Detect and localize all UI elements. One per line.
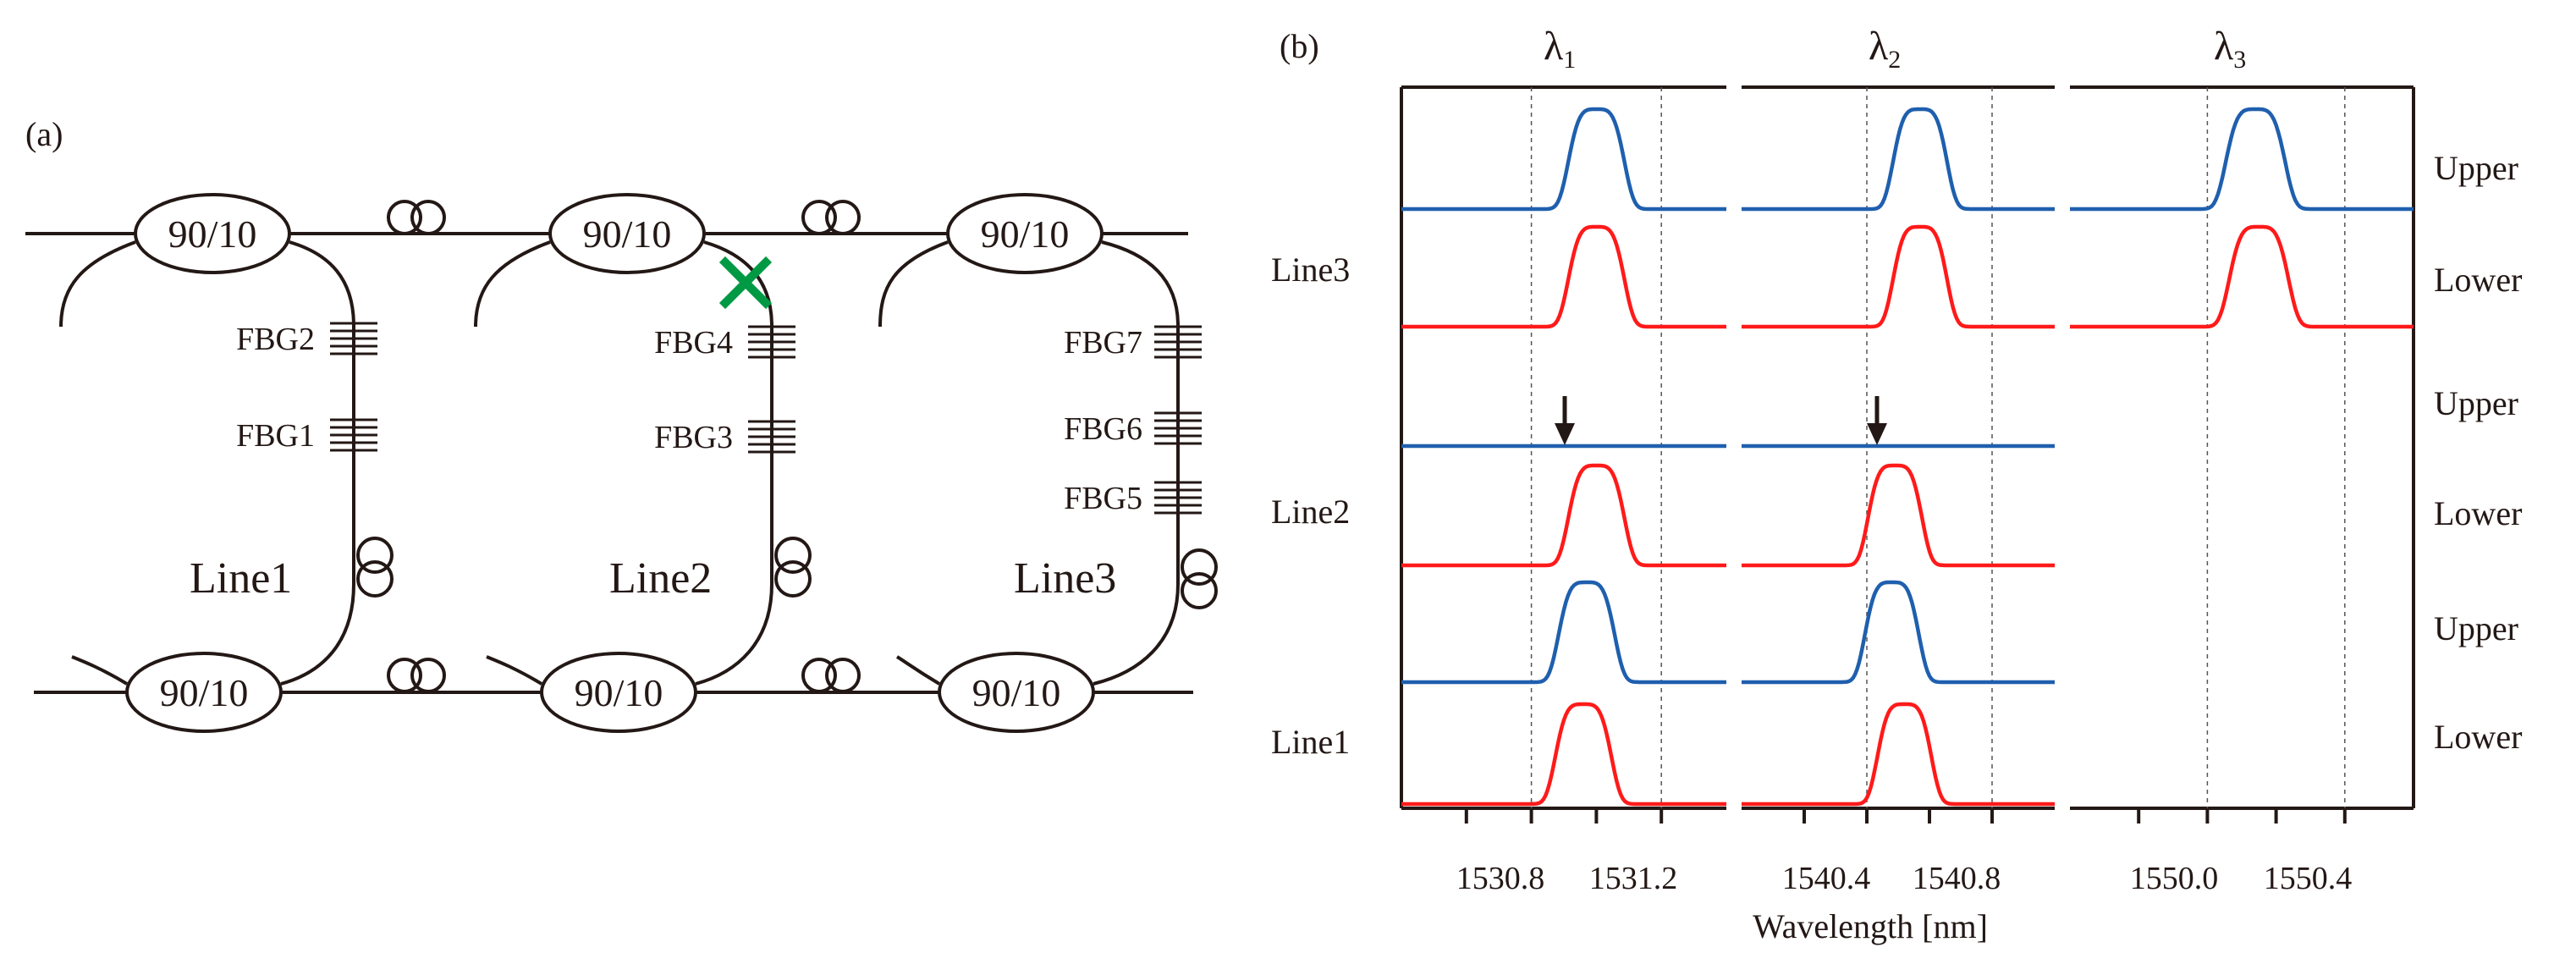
coupler-ellipse: [946, 193, 1104, 274]
spectrum-trace: [1401, 224, 1726, 329]
tick-label: 1550.4: [2264, 861, 2353, 896]
fbg-grating-icon: [1154, 411, 1202, 445]
column-title-lambda1: λ1: [1544, 24, 1576, 74]
coupler-label: 90/10: [168, 212, 257, 256]
coupler-ellipse: [540, 652, 697, 733]
spectrum-trace: [2070, 107, 2414, 212]
row-label-upper: Upper: [2434, 609, 2518, 647]
fbg-label: FBG2: [236, 322, 315, 357]
tick-label: 1540.4: [1782, 861, 1871, 896]
coupler-ellipse: [125, 652, 283, 733]
fbg-label: FBG1: [236, 418, 315, 454]
spectrum-trace: [1401, 702, 1726, 807]
fbg-grating-icon: [330, 322, 377, 355]
missing-peak-arrow-icon: [1555, 396, 1575, 445]
coupler-label: 90/10: [575, 671, 663, 714]
row-label-upper: Upper: [2434, 149, 2518, 187]
missing-peak-arrow-icon: [1867, 396, 1887, 445]
coupler-label: 90/10: [981, 212, 1070, 256]
x-ticks: [1464, 808, 2347, 824]
coupler-tail: [486, 655, 543, 686]
fbg-label: FBG5: [1064, 481, 1142, 516]
tick-label: 1531.2: [1589, 861, 1678, 896]
row-label-lower: Lower: [2434, 494, 2522, 532]
spectrum-trace: [2070, 224, 2414, 329]
tick-label: 1540.8: [1913, 861, 2001, 896]
fiber-spool-icon: [801, 658, 861, 693]
fiber-spool-icon: [1181, 548, 1218, 609]
fiber-break-icon: [718, 256, 773, 310]
coupler-label: 90/10: [160, 671, 249, 714]
line-label-line3: Line3: [1271, 251, 1350, 289]
tick-label: 1530.8: [1456, 861, 1545, 896]
coupler-tail: [59, 240, 136, 328]
coupler-tail: [474, 240, 551, 328]
row-label-lower: Lower: [2434, 718, 2522, 756]
line-label-line2: Line2: [1271, 493, 1350, 531]
line-label: Line2: [609, 554, 712, 603]
fbg-label: FBG4: [654, 325, 733, 361]
column-title-lambda3: λ3: [2214, 24, 2246, 74]
fbg-grating-icon: [1154, 325, 1202, 359]
fiber-spool-icon: [801, 200, 861, 235]
coupler-label: 90/10: [583, 212, 672, 256]
fbg-grating-icon: [330, 418, 377, 452]
coupler-tail: [71, 655, 129, 686]
coupler-tail: [895, 655, 941, 686]
spectra-plot: [1400, 85, 2415, 824]
column-title-lambda2: λ2: [1869, 24, 1901, 74]
spectrum-trace: [1401, 580, 1726, 685]
spectrum-trace: [1742, 463, 2055, 568]
line-label: Line3: [1014, 554, 1116, 603]
line3-fiber: [1093, 240, 1180, 686]
line2-fiber: [695, 240, 773, 686]
coupler-ellipse: [938, 652, 1095, 733]
spectra-traces: [1401, 107, 2414, 807]
line-label-line1: Line1: [1271, 723, 1350, 761]
fbg-label: FBG7: [1064, 325, 1142, 361]
spectrum-trace: [1742, 702, 2055, 807]
fbg-grating-icon: [748, 325, 795, 359]
row-label-upper: Upper: [2434, 384, 2518, 422]
spectrum-trace: [1742, 224, 2055, 329]
line1-fiber: [280, 240, 355, 686]
x-axis-label: Wavelength [nm]: [1753, 907, 1988, 945]
fiber-spool-icon: [387, 658, 446, 693]
fbg-label: FBG6: [1064, 411, 1142, 447]
fiber-spool-icon: [774, 537, 812, 598]
coupler-label: 90/10: [972, 671, 1061, 714]
tick-label: 1550.0: [2130, 861, 2219, 896]
fiber-spool-icon: [387, 200, 446, 235]
spectrum-trace: [1401, 107, 1726, 212]
spectrum-trace: [1742, 107, 2055, 212]
fbg-grating-icon: [1154, 481, 1202, 515]
coupler-ellipse: [548, 193, 706, 274]
row-label-lower: Lower: [2434, 261, 2522, 299]
line-label: Line1: [190, 554, 292, 603]
fbg-label: FBG3: [654, 420, 733, 455]
panel-a-label: (a): [25, 115, 63, 153]
spectrum-trace: [1401, 463, 1726, 568]
fbg-grating-icon: [748, 420, 795, 454]
coupler-tail: [878, 240, 949, 328]
panel-a: [25, 193, 1218, 733]
panel-b-label: (b): [1280, 27, 1319, 65]
fiber-spool-icon: [356, 537, 394, 598]
spectrum-trace: [1742, 580, 2055, 685]
coupler-ellipse: [134, 193, 291, 274]
